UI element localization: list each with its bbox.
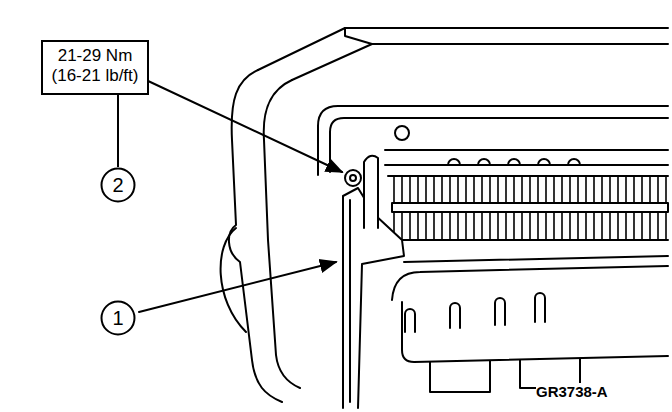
top-panel-step	[345, 28, 372, 44]
post	[364, 156, 378, 228]
grille-bar	[392, 203, 668, 212]
bumper-lobe	[221, 228, 246, 332]
upper-rail	[385, 149, 668, 151]
callout-circle	[102, 302, 135, 335]
bracket-edge	[349, 200, 351, 402]
callout-number: 2	[100, 167, 136, 203]
top-panel	[258, 28, 668, 70]
callout-number: 1	[112, 308, 123, 328]
housing-inner	[264, 80, 300, 388]
bolt-center	[350, 175, 356, 181]
rail-bumps	[448, 159, 580, 165]
lower-bowl	[392, 266, 668, 300]
line-art	[139, 28, 668, 408]
pins	[405, 293, 545, 332]
upper-rail-lower	[385, 164, 668, 166]
callout-number: 1	[100, 300, 136, 336]
connector-line	[117, 95, 119, 167]
grille-edges	[388, 176, 668, 240]
lower-lip	[404, 256, 668, 262]
callout-circle	[102, 169, 135, 202]
grille-fins	[392, 176, 668, 240]
torque-spec: 21-29 Nm (16-21 lb/ft)	[49, 46, 141, 87]
figure-code: GR3738-A	[536, 383, 608, 400]
leader-line	[139, 262, 336, 312]
frame-inner	[330, 118, 668, 172]
torque-spec-box: 21-29 Nm (16-21 lb/ft)	[41, 40, 149, 95]
leader-line	[146, 80, 342, 172]
housing-outline	[229, 70, 282, 402]
top-panel-edge	[292, 44, 668, 80]
callout-number: 2	[112, 175, 123, 195]
bolt	[345, 170, 361, 186]
mounting-hole	[395, 126, 409, 140]
